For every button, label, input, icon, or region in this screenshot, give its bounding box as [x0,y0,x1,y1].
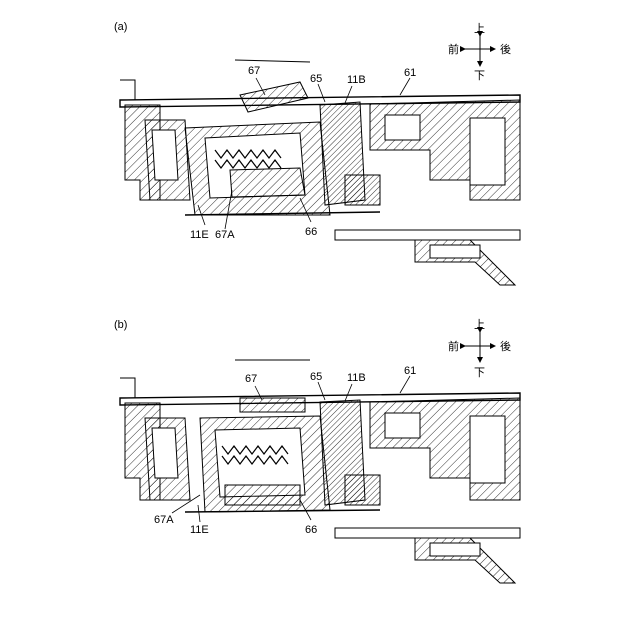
direction-compass: 上 下 前 後 [448,22,511,82]
compass-down: 下 [474,366,485,379]
label-67A: 67A [215,229,235,241]
compass-back: 後 [500,339,511,353]
label-65: 65 [310,73,322,85]
panel-label: (a) [114,21,127,33]
label-67A: 67A [154,514,174,526]
compass-front: 前 [448,42,459,56]
label-61: 61 [404,67,416,79]
compass-up: 上 [474,22,485,35]
label-11B: 11B [347,372,366,384]
label-11B: 11B [347,74,366,86]
compass-front: 前 [448,339,459,353]
label-66: 66 [305,524,317,536]
label-11E: 11E [190,229,209,241]
panel-b: (b) 上 下 前 後 [114,318,520,583]
label-61: 61 [404,365,416,377]
panel-label: (b) [114,319,127,331]
label-67: 67 [245,373,257,385]
mechanism-drawing [120,60,520,285]
direction-compass: 上 下 前 後 [448,318,511,379]
compass-back: 後 [500,42,511,56]
label-66: 66 [305,226,317,238]
label-11E: 11E [190,524,209,536]
label-65: 65 [310,371,322,383]
mechanism-drawing [120,360,520,583]
compass-down: 下 [474,69,485,82]
panel-a: (a) 上 下 前 後 [114,21,520,285]
label-67: 67 [248,65,260,77]
compass-up: 上 [474,318,485,331]
